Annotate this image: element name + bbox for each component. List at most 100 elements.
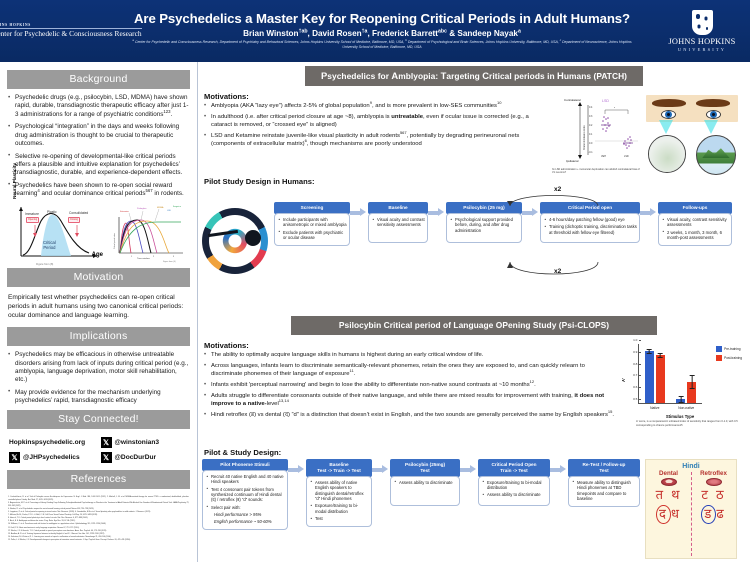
list-item-italic: Hindi performance > 95%: [214, 511, 262, 517]
svg-text:0.4: 0.4: [589, 106, 593, 109]
list-item: May provide evidence for the mechanism u…: [7, 388, 190, 406]
list-item: 12. Werker, J. F. & Hensch, T. K. Critic…: [8, 529, 107, 532]
chart-errorbar: [658, 352, 662, 358]
svg-text:MDMA: MDMA: [157, 206, 164, 209]
scatter-caption: 3x LSD administration + monocular depriv…: [552, 167, 640, 174]
implications-bullets: Psychedelics may be efficacious in other…: [7, 351, 190, 405]
svg-text:1: 1: [131, 256, 133, 258]
website-label: Hopkinspsychedelic.org: [9, 438, 86, 446]
svg-text:Figure from (4): Figure from (4): [163, 260, 176, 263]
list-item: Psychological “integration” in the days …: [7, 123, 190, 148]
flow-arrow-icon: [288, 465, 306, 474]
node-body: Recruit 40 native English and 40 native …: [202, 469, 288, 531]
node-title-main: Baseline: [329, 462, 349, 467]
background-bullets: Psychedelic drugs (e.g., psilocybin, LSD…: [7, 93, 190, 199]
list-item: Infants exhibit 'perceptual narrowing' a…: [202, 380, 614, 390]
flow-arrow-icon: [550, 465, 568, 474]
hindi-retroflex-label: Retroflex: [700, 470, 727, 477]
node-body: Visual acuity, contrast sensitivity asse…: [658, 212, 732, 247]
node-title: Re-Test / Follow-up Test: [568, 459, 640, 477]
chart-ylabel: A': [621, 377, 626, 382]
list-item: Exposure/training to bi-modal distributi…: [482, 479, 547, 491]
social-item-jhpsychedelics[interactable]: 𝕏 @JHPsychedelics: [9, 451, 97, 463]
hindi-retroflex-plain: ढ: [716, 506, 726, 522]
left-sidebar: Background Psychedelic drugs (e.g., psil…: [0, 62, 198, 562]
patch-motivations: Motivations: Amblyopia (AKA “lazy eye”) …: [202, 91, 546, 175]
svg-text:LSD: LSD: [602, 99, 609, 103]
node-body: Visual acuity and contrast sensitivity a…: [368, 212, 428, 243]
mouth-dental-icon: [660, 478, 677, 486]
list-item: Exclude patients with psychiatric or ocu…: [278, 229, 347, 241]
affiliations: a Center for Psychedelic and Consciousne…: [132, 37, 632, 49]
svg-text:Contralateral: Contralateral: [564, 98, 581, 102]
flow-arrow-icon: [350, 208, 368, 217]
patch-loop-label-top: x2: [554, 186, 562, 193]
patch-node-followups: Follow-ups Visual acuity, contrast sensi…: [658, 202, 732, 247]
cpcr-logo: JOHNS HOPKINS Center for Psychedelic & C…: [0, 0, 142, 62]
node-title: Critical Period Open Train -> Test: [478, 459, 550, 477]
node-subtitle: Test: [420, 467, 430, 473]
chart-bar: [655, 352, 665, 403]
list-item: Recruit 40 native English and 40 native …: [206, 474, 285, 485]
node-title: Screening: [274, 202, 350, 214]
list-item: 5. Leppänen, P. et al. Critical period r…: [8, 510, 151, 513]
node-body: Assess ability to discriminate: [390, 475, 460, 506]
handle-label: @winstonian3: [114, 438, 160, 446]
clops-node-retest: Re-Test / Follow-up Test Measure ability…: [568, 459, 640, 508]
hindi-figure-title: Hindi: [682, 463, 700, 470]
eyebrow-left-icon: [652, 99, 686, 107]
cpcr-logo-name: Center for Psychedelic & Consciousness R…: [0, 28, 142, 38]
node-body: Include participants with anisometropic …: [274, 212, 350, 247]
legend-swatch: [715, 355, 722, 361]
list-item: LSD and Ketamine reinstate juvenile-like…: [202, 131, 544, 149]
vision-cone-right: [704, 120, 718, 134]
social-item-winstonian3[interactable]: 𝕏 @winstonian3: [100, 436, 189, 448]
svg-text:Ketamine: Ketamine: [120, 210, 130, 213]
svg-text:Immature: Immature: [25, 212, 39, 216]
list-item: Test 4 consonant pair tokens from synthe…: [206, 486, 285, 503]
patch-section-header: Psychedelics for Amblyopia: Targeting Cr…: [305, 66, 643, 86]
chart-errorbar: [689, 374, 694, 390]
svg-text:0.0: 0.0: [589, 142, 593, 145]
patch-motivation-bullets: Amblyopia (AKA “lazy eye”) affects 2-5% …: [202, 101, 544, 149]
pupil-right: [712, 113, 715, 116]
clops-design-label: Pilot & Study Design:: [204, 448, 282, 457]
list-item: Assess ability to discriminate: [394, 479, 457, 485]
section-header-references: References: [7, 469, 190, 489]
list-item: 14. Golestani, N. & Zatorre, R. J. Learn…: [8, 535, 112, 538]
chart-bar: [687, 374, 697, 403]
chart-xtick: Native: [650, 405, 660, 410]
figure-source-1: Figure from (8): [36, 262, 54, 266]
vision-cone-left: [659, 120, 673, 134]
hindi-retroflex-row1: ट ठ: [701, 488, 726, 503]
list-item-italic: English performance ~ 50-60%: [214, 519, 272, 525]
list-item: Measure ability to distinguish Hindi pho…: [572, 479, 637, 502]
patch-node-baseline: Baseline Visual acuity and contrast sens…: [368, 202, 428, 243]
eyes-illustration: [646, 95, 738, 122]
list-item: Psychedelic drugs (e.g., psilocybin, LSD…: [7, 93, 190, 119]
svg-text:0.3: 0.3: [589, 115, 593, 118]
jhu-logo-name: JOHNS HOPKINS: [668, 37, 736, 47]
social-item-docdurdur[interactable]: 𝕏 @DocDurDur: [100, 451, 189, 463]
chart-bar: [676, 395, 686, 404]
references-list: 1. Carhart-Harris, R. et al. Trial of Ps…: [7, 494, 190, 544]
node-title: Pilot Phoneme Stimuli: [202, 459, 288, 471]
node-body: Measure ability to distinguish Hindi pho…: [568, 475, 640, 508]
handle-label: @JHPsychedelics: [23, 453, 80, 461]
social-item-website[interactable]: Hopkinspsychedelic.org: [9, 439, 97, 446]
patch-motivations-label: Motivations:: [204, 92, 249, 101]
list-item: Visual acuity, contrast sensitivity asse…: [662, 217, 729, 228]
chart-ytick: 0.6: [633, 385, 641, 390]
x-logo-icon: 𝕏: [9, 451, 20, 463]
svg-text:LSD: LSD: [624, 155, 629, 158]
node-body: Exposure/training to bi-modal distributi…: [478, 475, 550, 506]
list-item: Across languages, infants learn to discr…: [202, 363, 614, 379]
hindi-dental-row1: त थ: [655, 488, 682, 503]
svg-text:0.2: 0.2: [589, 124, 593, 127]
list-item: Select pair with:: [206, 504, 285, 510]
list-item: 2 weeks, 1 month, 3 month, 6 month-post …: [662, 229, 729, 241]
